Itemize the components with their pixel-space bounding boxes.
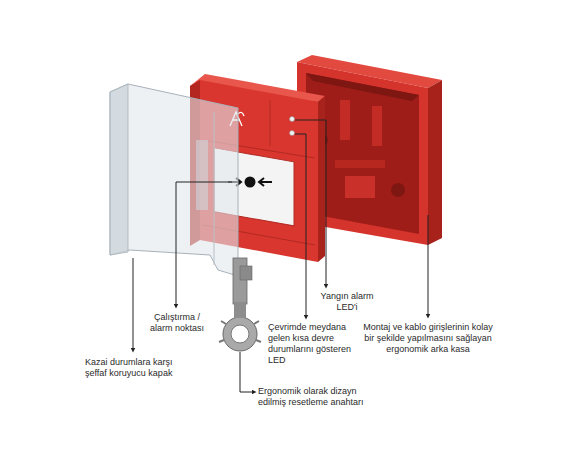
callout-label: Montaj ve kablo girişlerinin kolay bir ş…	[362, 322, 494, 355]
callout-label: Çevrimde meydana gelen kısa devre duruml…	[268, 322, 362, 366]
leader-lines	[133, 120, 428, 392]
reset-key	[219, 258, 261, 351]
callout-label: Çalıştırma / alarm noktası	[146, 312, 208, 334]
callout-label: Kazai durumlara karşı şeffaf koruyucu ka…	[85, 357, 193, 379]
callout-label: Ergonomik olarak dizayn edilmiş resetlem…	[258, 386, 382, 408]
protective-cover	[110, 84, 238, 276]
callout-label: Yangın alarm LED'i	[316, 291, 378, 313]
